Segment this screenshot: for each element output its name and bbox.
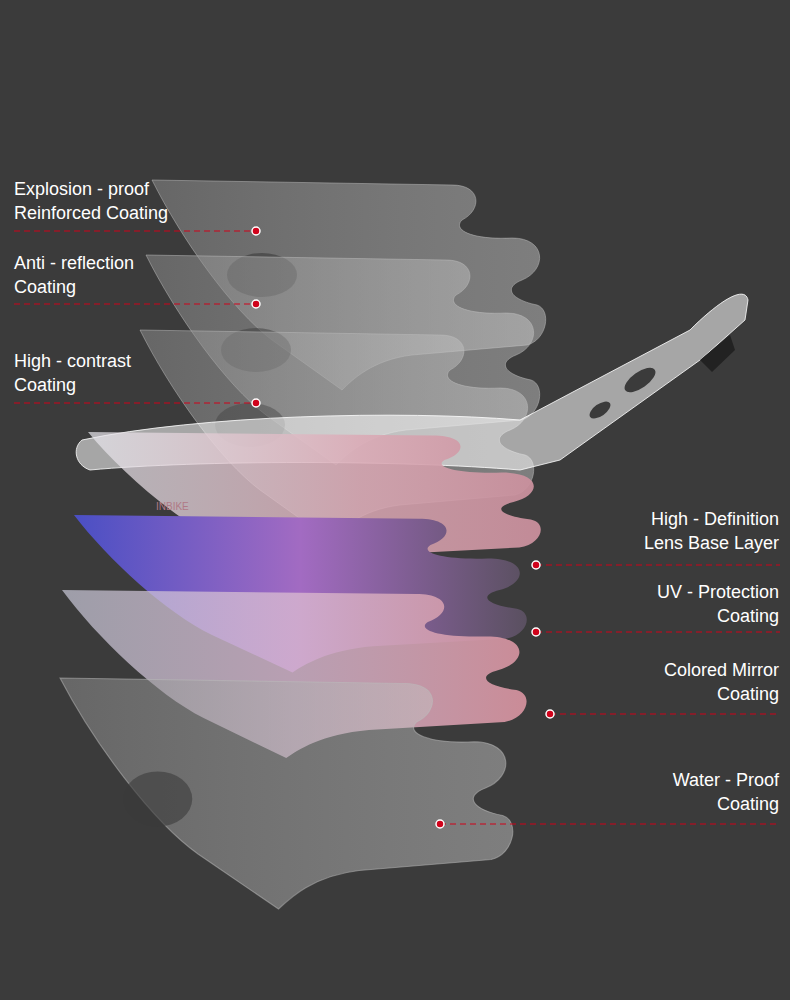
coating-label: UV - Protection Coating	[614, 580, 779, 628]
layer-label: High - Definition Lens Base Layer	[614, 507, 779, 555]
coating-label: Anti - reflection Coating	[14, 251, 189, 299]
coating-label: Explosion - proof Reinforced Coating	[14, 177, 189, 225]
brand-mark: INBIKE	[156, 500, 216, 513]
coating-label: High - contrast Coating	[14, 349, 189, 397]
leader-line	[14, 231, 780, 824]
leader-dot	[252, 227, 554, 828]
coating-label: Water - Proof Coating	[614, 768, 779, 816]
coating-label: Colored Mirror Coating	[614, 658, 779, 706]
